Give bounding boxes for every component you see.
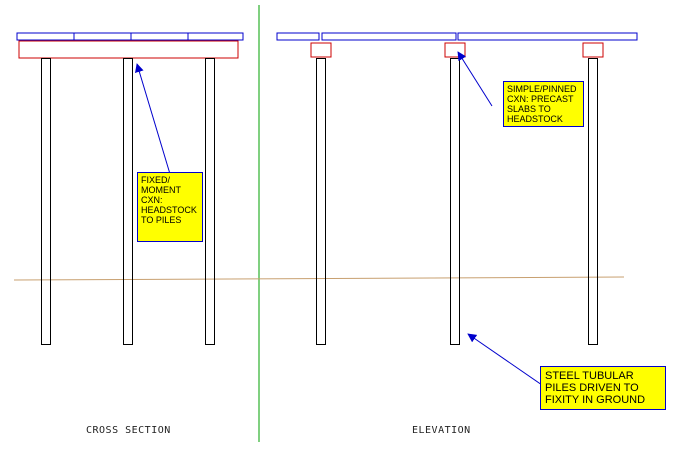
note-line: CXN: PRECAST <box>507 94 574 104</box>
note-line: SLABS TO <box>507 104 551 114</box>
note-simple-pinned: SIMPLE/PINNED CXN: PRECAST SLABS TO HEAD… <box>503 81 584 127</box>
elevation-headstocks <box>310 42 604 58</box>
slab-segment <box>457 32 638 41</box>
note-fixed-moment: FIXED/ MOMENT CXN: HEADSTOCK TO PILES <box>137 172 203 242</box>
headstock-beam <box>18 40 239 59</box>
caption-elevation: ELEVATION <box>412 425 471 436</box>
leader-fixed <box>135 63 171 175</box>
leader-steel <box>467 333 543 386</box>
note-line: HEADSTOCK <box>141 205 197 215</box>
slab-segment <box>73 32 132 41</box>
note-line: MOMENT <box>141 185 181 195</box>
caption-cross-section: CROSS SECTION <box>86 425 171 436</box>
note-line: PILES DRIVEN TO <box>545 382 639 394</box>
note-line: TO PILES <box>141 215 182 225</box>
pile <box>316 58 326 345</box>
note-line: CXN: <box>141 195 163 205</box>
cross-section-slabs <box>16 32 244 41</box>
note-line: FIXED/ <box>141 175 171 185</box>
elevation-slabs <box>276 32 638 41</box>
elevation-piles <box>316 58 598 345</box>
slab-segment <box>16 32 75 41</box>
slab-segment <box>187 32 244 41</box>
pile <box>450 58 460 345</box>
cross-section-view <box>16 32 244 345</box>
slab-segment <box>130 32 189 41</box>
pile <box>41 58 51 345</box>
elevation-view <box>276 32 638 345</box>
leader-simple <box>457 51 493 107</box>
pile <box>588 58 598 345</box>
note-steel-tubular: STEEL TUBULAR PILES DRIVEN TO FIXITY IN … <box>540 366 666 410</box>
pile <box>205 58 215 345</box>
cross-section-piles <box>41 58 215 345</box>
slab-segment <box>321 32 457 41</box>
pile <box>123 58 133 345</box>
note-line: HEADSTOCK <box>507 114 563 124</box>
ground-line <box>13 276 625 281</box>
headstock-block <box>444 42 466 58</box>
note-line: STEEL TUBULAR <box>545 370 634 382</box>
note-line: FIXITY IN GROUND <box>545 394 646 406</box>
slab-segment <box>276 32 320 41</box>
note-line: SIMPLE/PINNED <box>507 84 577 94</box>
headstock-block <box>582 42 604 58</box>
headstock-block <box>310 42 332 58</box>
